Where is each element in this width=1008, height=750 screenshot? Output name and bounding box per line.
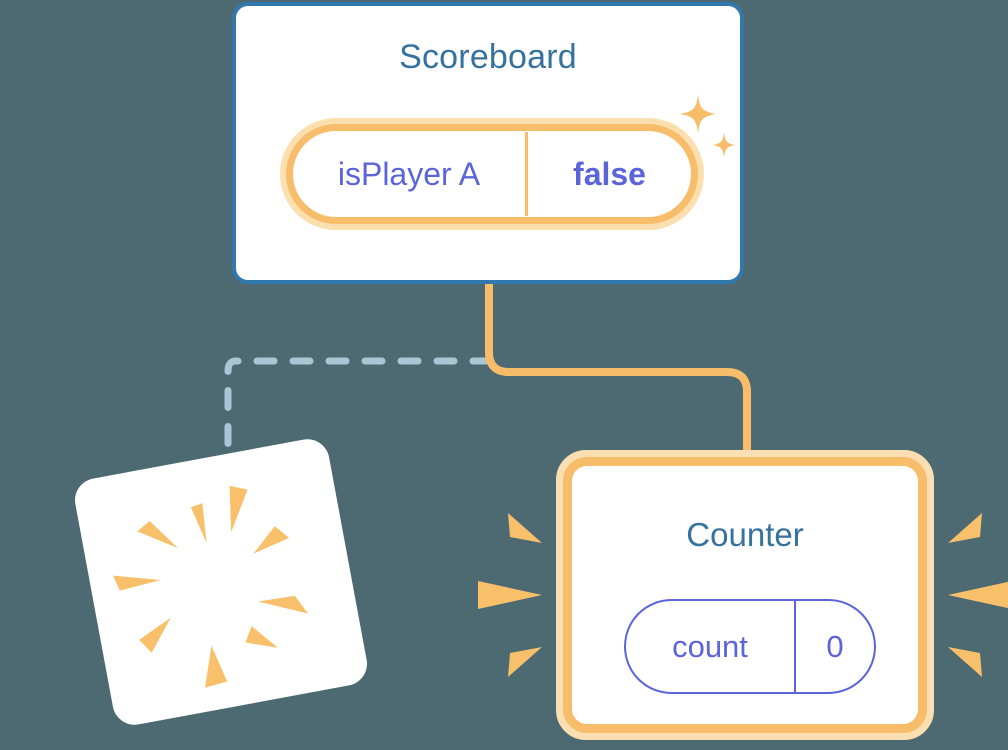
property-key-label: isPlayer A [337,155,481,192]
burst-icon-right [948,513,1008,677]
pill-outer-glow [280,118,704,230]
sparkle-icon [680,94,736,158]
property-pill-counter[interactable]: count 0 [624,599,876,694]
burst-ray [137,520,179,549]
node-card-scoreboard[interactable]: Scoreboard isPlayer A false [232,2,744,284]
pill-inner-ring: isPlayer A false [286,124,698,224]
burst-ray [113,575,161,591]
burst-ray [948,513,982,543]
page-title-scoreboard: Scoreboard [399,38,577,76]
sparkle-large-icon [680,94,716,134]
connector-scoreboard-to-placeholder [224,284,493,474]
property-pill-scoreboard[interactable]: isPlayer A false [280,118,704,230]
property-value-label: 0 [826,628,844,664]
pill-divider [794,601,796,692]
burst-icon-left [478,513,542,677]
burst-ray [204,645,228,688]
page-title-counter: Counter [686,516,804,553]
card-outer-glow [556,450,934,740]
node-card-counter[interactable]: Counter count 0 [556,450,934,740]
burst-ray [245,626,278,648]
burst-ray [139,617,171,653]
property-key-label: count [672,628,748,664]
burst-ray [478,581,542,609]
burst-ray [948,647,982,677]
property-value-label: false [573,155,646,192]
burst-icon-placeholder [113,485,309,688]
burst-ray [253,526,290,554]
burst-ray [948,581,1008,609]
burst-ray [229,485,248,533]
connector-scoreboard-to-counter [485,284,751,462]
node-card-placeholder[interactable] [71,435,371,729]
burst-ray [508,647,542,677]
card-inner-border: Counter count 0 [563,457,927,733]
pill-divider [525,132,528,216]
burst-ray [258,595,309,614]
sparkle-small-icon [712,132,736,158]
burst-ray [508,513,542,543]
burst-ray [190,503,207,543]
